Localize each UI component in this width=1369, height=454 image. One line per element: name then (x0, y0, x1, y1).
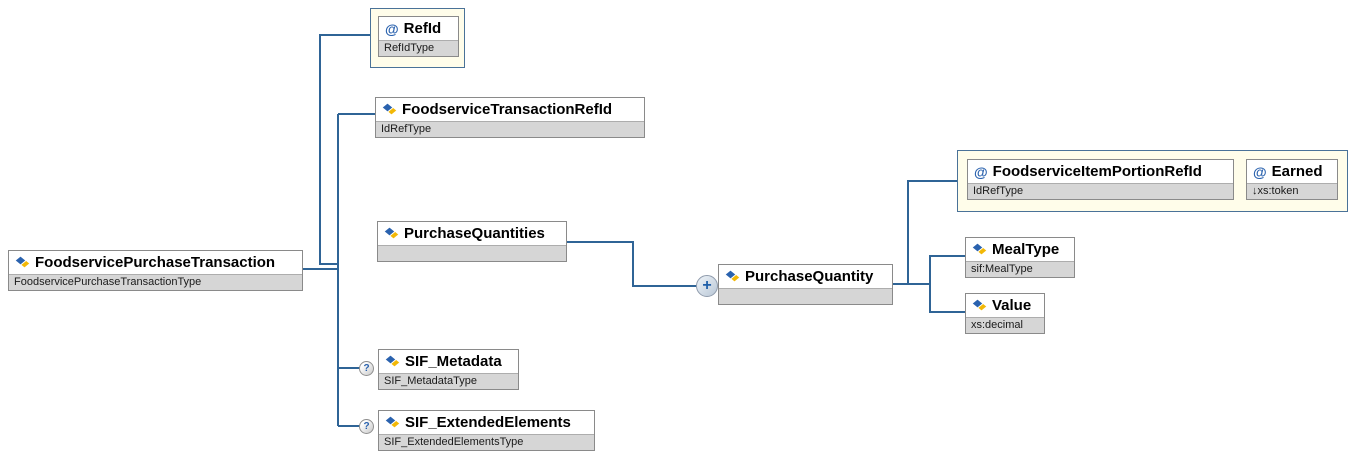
element-icon (385, 355, 400, 368)
optional-marker-icon: ? (359, 361, 374, 376)
node-sif-extended-elements[interactable]: SIF_ExtendedElements SIF_ExtendedElement… (378, 410, 595, 451)
node-foodservice-item-portion-refid[interactable]: @ FoodserviceItemPortionRefId IdRefType (967, 159, 1234, 200)
node-title: Value (992, 297, 1032, 314)
node-type: SIF_MetadataType (379, 373, 518, 389)
optional-marker-icon: ? (359, 419, 374, 434)
node-earned[interactable]: @ Earned ↓xs:token (1246, 159, 1338, 200)
node-sif-metadata[interactable]: SIF_Metadata SIF_MetadataType (378, 349, 519, 390)
connector-pq-attributes (907, 180, 957, 284)
node-title: MealType (992, 241, 1060, 258)
node-meal-type[interactable]: MealType sif:MealType (965, 237, 1075, 278)
node-title: SIF_ExtendedElements (405, 414, 571, 431)
node-purchase-quantities[interactable]: PurchaseQuantities (377, 221, 567, 262)
node-type: xs:decimal (966, 317, 1044, 333)
node-refid[interactable]: @ RefId RefIdType (378, 16, 459, 57)
node-type: FoodservicePurchaseTransactionType (9, 274, 302, 290)
element-icon (15, 256, 30, 269)
element-icon (385, 416, 400, 429)
node-type: sif:MealType (966, 261, 1074, 277)
node-type (378, 245, 566, 261)
node-title: FoodserviceTransactionRefId (402, 101, 613, 118)
element-icon (382, 103, 397, 116)
connector-mealtype-value (929, 255, 965, 313)
element-icon (972, 299, 987, 312)
node-title: Earned (1271, 163, 1323, 180)
node-foodservice-purchase-transaction[interactable]: FoodservicePurchaseTransaction Foodservi… (8, 250, 303, 291)
node-title: PurchaseQuantity (745, 268, 874, 285)
attribute-group-refid: @ RefId RefIdType (370, 8, 465, 68)
node-purchase-quantity[interactable]: PurchaseQuantity (718, 264, 893, 305)
connector-purchase-quantity (567, 241, 700, 287)
node-type: RefIdType (379, 40, 458, 56)
attribute-icon: @ (974, 163, 988, 180)
node-type: IdRefType (376, 121, 644, 137)
element-icon (384, 227, 399, 240)
connector-refid (319, 34, 370, 265)
element-icon (972, 243, 987, 256)
node-value[interactable]: Value xs:decimal (965, 293, 1045, 334)
node-type: ↓xs:token (1247, 183, 1337, 199)
node-type: IdRefType (968, 183, 1233, 199)
node-type: SIF_ExtendedElementsType (379, 434, 594, 450)
node-type (719, 288, 892, 304)
node-title: SIF_Metadata (405, 353, 502, 370)
node-title: FoodservicePurchaseTransaction (35, 254, 276, 271)
attribute-icon: @ (1253, 163, 1267, 180)
node-title: FoodserviceItemPortionRefId (992, 163, 1202, 180)
element-icon (725, 270, 740, 283)
node-title: RefId (403, 20, 442, 37)
node-foodservice-transaction-refid[interactable]: FoodserviceTransactionRefId IdRefType (375, 97, 645, 138)
attribute-group-purchase-quantity: @ FoodserviceItemPortionRefId IdRefType … (957, 150, 1348, 212)
repeat-marker-icon: + (696, 275, 718, 297)
attribute-icon: @ (385, 20, 399, 37)
node-title: PurchaseQuantities (404, 225, 545, 242)
